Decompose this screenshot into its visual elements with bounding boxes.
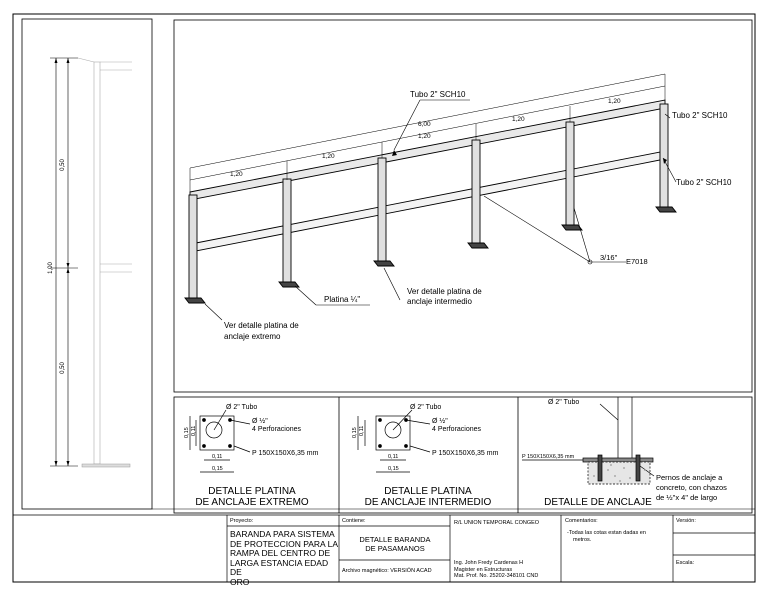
iso-span-3: 1,20 bbox=[418, 133, 431, 140]
iso-span-4: 1,20 bbox=[512, 116, 525, 123]
d2-dim-b: 0,15 bbox=[388, 466, 399, 472]
iso-note-intermedio-1: Ver detalle platina de bbox=[407, 287, 482, 296]
anchor-bolts-3: de ½"x 4" de largo bbox=[656, 493, 717, 502]
isometric-dimensions bbox=[189, 73, 666, 192]
d2-tube: Ø 2" Tubo bbox=[410, 404, 441, 411]
version-label: Versión: bbox=[676, 518, 696, 524]
isometric-frame bbox=[173, 19, 753, 393]
proyecto-line: RAMPA DEL CENTRO DE bbox=[230, 548, 331, 558]
comentarios-text: -Todas las cotas estan dadas en metros. bbox=[567, 530, 646, 543]
iso-weld-size: 3/16" bbox=[600, 253, 618, 262]
ingeniero-name: Ing. John Fredy Cardenas H bbox=[454, 560, 524, 566]
d1-title-1: DETALLE PLATINA bbox=[208, 486, 296, 497]
proyecto-line: DE PROTECCION PARA LA bbox=[230, 538, 339, 549]
iso-note-extremo-2: anclaje extremo bbox=[224, 332, 281, 341]
d1-plate: P 150X150X6,35 mm bbox=[252, 450, 319, 457]
d1-tube: Ø 2" Tubo bbox=[226, 404, 257, 411]
elevation-frame bbox=[21, 18, 153, 510]
d2-plate: P 150X150X6,35 mm bbox=[432, 450, 499, 457]
iso-span-1: 1,20 bbox=[230, 171, 243, 178]
contiene-label: Contiene: bbox=[342, 518, 366, 524]
sheet-border bbox=[12, 13, 756, 583]
contiene-line: DETALLE BARANDA bbox=[359, 535, 431, 544]
contiene-line: DE PASAMANOS bbox=[365, 543, 425, 553]
proyecto-name: BARANDA PARA SISTEMA DE PROTECCION PARA … bbox=[230, 529, 342, 587]
empresa-text: R/L UNION TEMPORAL CONGEO bbox=[454, 520, 540, 526]
plate-detail-intermedio bbox=[357, 409, 431, 473]
d2-dim-b-v: 0,15 bbox=[352, 427, 358, 438]
comentarios-line: -Todas las cotas estan dadas en bbox=[567, 530, 646, 536]
iso-label-top-rail: Tubo 2" SCH10 bbox=[410, 90, 466, 99]
iso-note-intermedio-2: anclaje intermedio bbox=[407, 297, 472, 306]
elevation-dim-total: 1,00 bbox=[48, 262, 54, 274]
elevation-dim-bottom: 0,50 bbox=[60, 362, 66, 374]
plate-detail-extremo bbox=[189, 409, 251, 473]
proyecto-line: BARANDA PARA SISTEMA bbox=[230, 529, 335, 539]
anchor-tube: Ø 2" Tubo bbox=[548, 399, 579, 406]
d2-dim-a: 0,11 bbox=[388, 454, 398, 460]
anchor-detail-section bbox=[522, 397, 655, 485]
ingeniero-license: Mat. Prof. No. 25202-348101 CND bbox=[454, 573, 539, 579]
contiene-text: DETALLE BARANDA DE PASAMANOS bbox=[342, 535, 448, 553]
isometric-railing bbox=[184, 99, 677, 304]
d2-title-1: DETALLE PLATINA bbox=[384, 486, 472, 497]
iso-platina-label: Platina ¼" bbox=[324, 295, 360, 304]
d2-hole-dia: Ø ½" bbox=[432, 417, 448, 425]
anchor-bolts-1: Pernos de anclaje a bbox=[656, 473, 723, 482]
anchor-title: DETALLE DE ANCLAJE bbox=[544, 497, 652, 508]
anchor-plate: P 150X150X6,35 mm bbox=[522, 454, 575, 460]
iso-note-extremo-1: Ver detalle platina de bbox=[224, 321, 299, 330]
iso-span-2: 1,20 bbox=[322, 153, 335, 160]
comentarios-line: metros. bbox=[573, 536, 592, 543]
d1-dim-a: 0,11 bbox=[212, 454, 222, 460]
proyecto-line: ORO bbox=[230, 576, 250, 587]
archivo-text: Archivo magnético: VERSIÓN ACAD bbox=[342, 568, 432, 574]
d1-dim-a-v: 0,11 bbox=[191, 426, 197, 436]
ingeniero-block: Ing. John Fredy Cardenas H Magister en E… bbox=[454, 560, 538, 580]
d1-holes: 4 Perforaciones bbox=[252, 426, 302, 433]
elevation-view bbox=[50, 57, 132, 468]
iso-label-right-top: Tubo 2" SCH10 bbox=[672, 111, 728, 120]
iso-label-right-mid: Tubo 2" SCH10 bbox=[676, 178, 732, 187]
d2-holes: 4 Perforaciones bbox=[432, 426, 482, 433]
iso-overall-dim: 6,00 bbox=[418, 121, 431, 128]
proyecto-line: LARGA ESTANCIA EDAD DE bbox=[230, 557, 329, 577]
comentarios-label: Comentarios: bbox=[565, 518, 598, 524]
concrete-hatch bbox=[593, 464, 646, 482]
iso-span-5: 1,20 bbox=[608, 98, 621, 105]
title-block-grid bbox=[13, 514, 755, 582]
d1-dim-b-v: 0,15 bbox=[184, 427, 190, 438]
proyecto-label: Proyecto: bbox=[230, 518, 254, 524]
d1-title-2: DE ANCLAJE EXTREMO bbox=[195, 497, 309, 508]
details-frame bbox=[173, 396, 753, 514]
d2-title-2: DE ANCLAJE INTERMEDIO bbox=[365, 497, 492, 508]
elevation-dim-top: 0,50 bbox=[60, 159, 66, 171]
anchor-bolts-2: concreto, con chazos bbox=[656, 483, 727, 492]
d2-dim-a-v: 0,11 bbox=[359, 426, 365, 436]
isometric-leaders bbox=[204, 99, 677, 321]
ingeniero-title: Magister en Estructuras bbox=[454, 566, 513, 573]
iso-electrode: E7018 bbox=[626, 257, 648, 266]
d1-dim-b: 0,15 bbox=[212, 466, 223, 472]
d1-hole-dia: Ø ½" bbox=[252, 417, 268, 425]
escala-label: Escala: bbox=[676, 560, 695, 566]
